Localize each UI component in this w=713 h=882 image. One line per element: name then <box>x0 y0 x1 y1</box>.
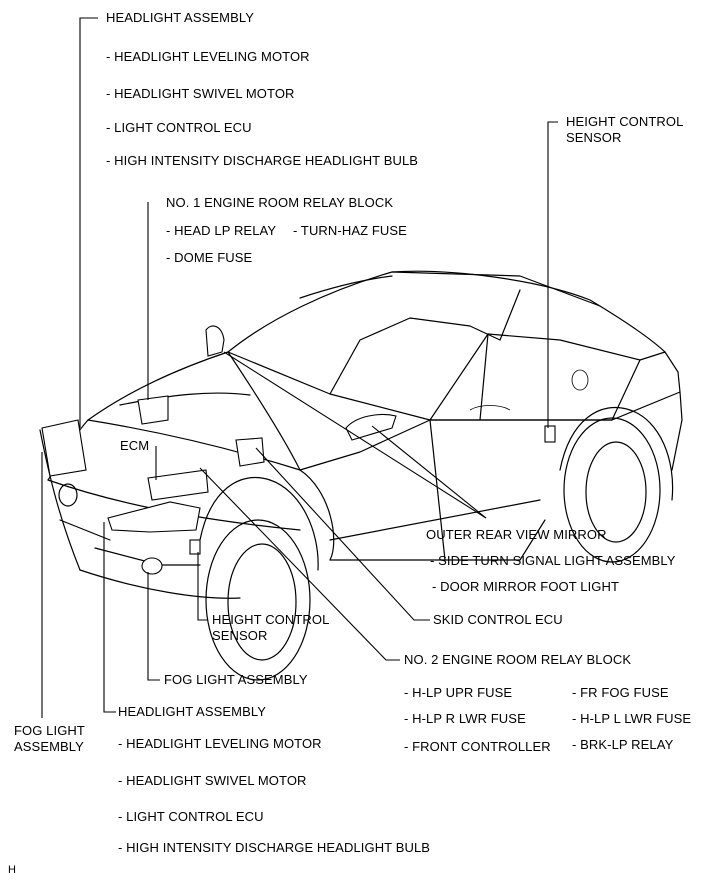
car-illustration <box>39 270 683 681</box>
leader-lines <box>41 17 558 718</box>
label-top-swivel-motor: - HEADLIGHT SWIVEL MOTOR <box>106 86 295 101</box>
label-bottom-light-control-ecu: - LIGHT CONTROL ECU <box>118 809 264 824</box>
label-top-leveling-motor: - HEADLIGHT LEVELING MOTOR <box>106 49 310 64</box>
corner-mark: H <box>8 864 17 876</box>
label-h-lp-l-lwr-fuse: - H-LP L LWR FUSE <box>572 711 692 726</box>
label-fr-fog-fuse: - FR FOG FUSE <box>572 685 669 700</box>
label-door-mirror-foot-light: - DOOR MIRROR FOOT LIGHT <box>432 579 620 594</box>
label-front-controller: - FRONT CONTROLLER <box>404 739 551 754</box>
components <box>41 325 556 575</box>
label-ecm: ECM <box>120 438 150 453</box>
height-sensor-front-part <box>189 539 201 555</box>
label-relay-block-2: NO. 2 ENGINE ROOM RELAY BLOCK <box>404 652 632 667</box>
label-brk-lp-relay: - BRK-LP RELAY <box>572 737 674 752</box>
label-head-lp-relay: - HEAD LP RELAY <box>166 223 277 238</box>
mirror-right-part <box>345 413 397 441</box>
height-sensor-rear-part <box>544 425 556 443</box>
label-outer-rear-view-mirror: OUTER REAR VIEW MIRROR <box>426 527 607 542</box>
label-height-control-sensor-front: HEIGHT CONTROL SENSOR <box>212 612 330 643</box>
skid-control-ecu-part <box>235 437 265 467</box>
label-relay-block-1: NO. 1 ENGINE ROOM RELAY BLOCK <box>166 195 394 210</box>
headlight-right-part <box>107 501 201 533</box>
label-bottom-leveling-motor: - HEADLIGHT LEVELING MOTOR <box>118 736 322 751</box>
label-bottom-hid-bulb: - HIGH INTENSITY DISCHARGE HEADLIGHT BUL… <box>118 840 431 855</box>
label-dome-fuse: - DOME FUSE <box>166 250 253 265</box>
label-bottom-headlight-assembly: HEADLIGHT ASSEMBLY <box>118 704 266 719</box>
ecm-part <box>147 469 209 501</box>
label-top-hid-bulb: - HIGH INTENSITY DISCHARGE HEADLIGHT BUL… <box>106 153 419 168</box>
label-bottom-swivel-motor: - HEADLIGHT SWIVEL MOTOR <box>118 773 307 788</box>
label-h-lp-upr-fuse: - H-LP UPR FUSE <box>404 685 513 700</box>
label-side-turn-signal: - SIDE TURN SIGNAL LIGHT ASSEMBLY <box>430 553 676 568</box>
headlight-left-part <box>41 419 87 477</box>
label-turn-haz-fuse: - TURN-HAZ FUSE <box>293 223 407 238</box>
label-fog-light-assembly-left: FOG LIGHT ASSEMBLY <box>14 723 85 754</box>
label-skid-control-ecu: SKID CONTROL ECU <box>433 612 563 627</box>
label-top-headlight-assembly: HEADLIGHT ASSEMBLY <box>106 10 254 25</box>
label-h-lp-r-lwr-fuse: - H-LP R LWR FUSE <box>404 711 526 726</box>
fog-light-part <box>141 557 163 575</box>
relay-block-1-part <box>137 395 169 425</box>
label-top-light-control-ecu: - LIGHT CONTROL ECU <box>106 120 252 135</box>
mirror-left-part <box>205 325 225 357</box>
label-fog-light-assembly-right: FOG LIGHT ASSEMBLY <box>164 672 308 687</box>
label-height-control-sensor-rear: HEIGHT CONTROL SENSOR <box>566 114 684 145</box>
